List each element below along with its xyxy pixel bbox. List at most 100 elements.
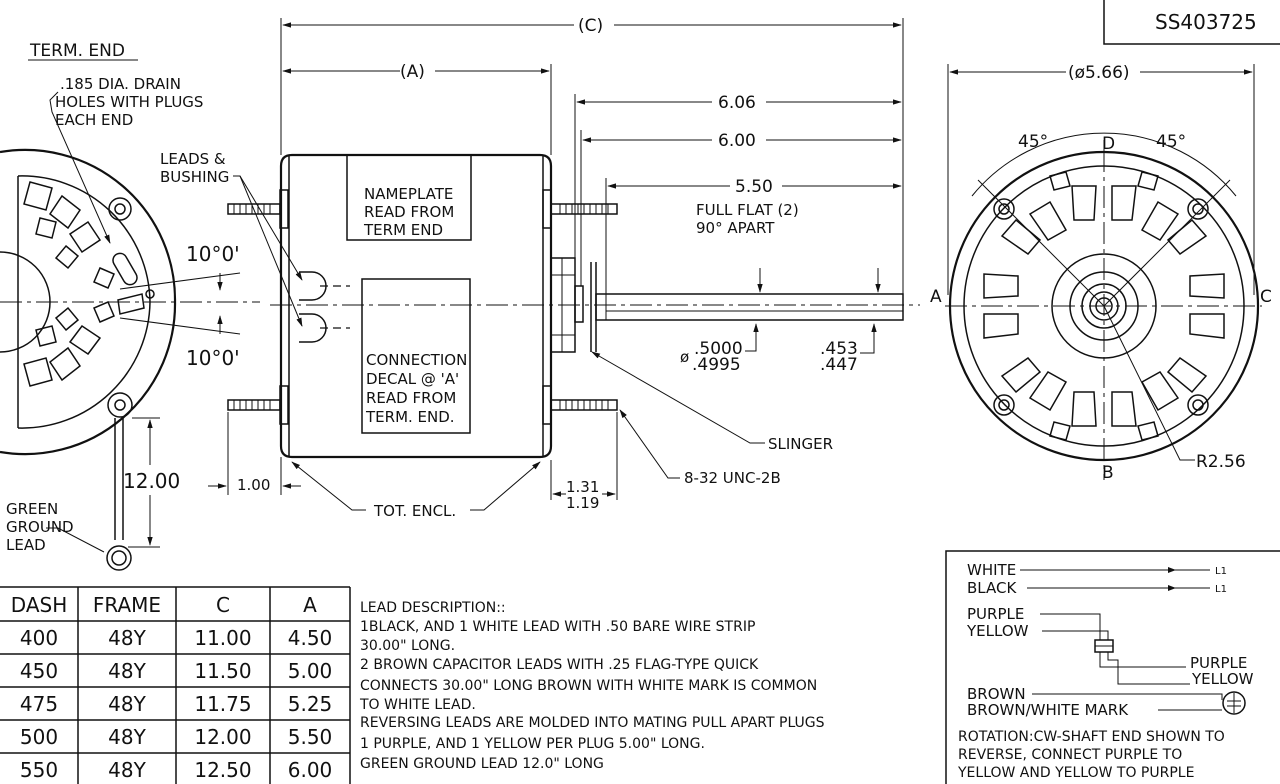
nameplate-1: NAMEPLATE <box>364 185 453 203</box>
slinger-label: SLINGER <box>768 435 833 453</box>
table-cell: 6.00 <box>288 758 333 782</box>
dash-table: DASH FRAME C A 400 48Y 11.00 4.50 450 48… <box>0 586 351 784</box>
rotation-line: ROTATION:CW-SHAFT END SHOWN TO <box>958 729 1225 745</box>
lead-desc-line: 30.00" LONG. <box>360 638 455 654</box>
drain-note-3: EACH END <box>55 111 133 129</box>
dim-550-label: 5.50 <box>735 177 773 197</box>
wire-yellow-right: YELLOW <box>1191 670 1254 688</box>
table-cell: 4.50 <box>288 626 333 650</box>
term-end-view: TERM. END .185 DIA. DRAIN HOLES WITH PLU… <box>0 41 260 571</box>
lead-desc-line: GREEN GROUND LEAD 12.0" LONG <box>360 756 604 772</box>
th-dash: DASH <box>11 593 67 617</box>
angle-45-right: 45° <box>1156 132 1186 152</box>
tot-encl-label: TOT. ENCL. <box>373 502 456 520</box>
table-cell: 12.50 <box>194 758 251 782</box>
table-cell: 48Y <box>108 626 146 650</box>
dim-566-label: (ø5.66) <box>1068 63 1130 83</box>
table-cell: 5.00 <box>288 659 333 683</box>
green-label-1: GREEN <box>6 500 58 518</box>
point-c: C <box>1260 287 1272 307</box>
wiring-diagram: WHITE BLACK L1 L1 PURPLE YELLOW PURPLE Y… <box>945 550 1280 784</box>
table-cell: 500 <box>20 725 58 749</box>
angle-bottom-label: 10°0' <box>186 346 240 370</box>
wire-black: BLACK <box>967 579 1017 597</box>
dim-131-label: 1.31 <box>566 478 599 496</box>
wire-l1-a: L1 <box>1215 566 1227 577</box>
shaft-dia-prefix: ø <box>680 348 689 366</box>
shaft-end-view: (ø5.66) 45° 45° D A C B <box>930 63 1272 483</box>
r256-label: R2.56 <box>1196 452 1246 472</box>
table-cell: 11.00 <box>194 626 251 650</box>
wire-brown: BROWN <box>967 685 1026 703</box>
flat-dim-2: .447 <box>820 355 858 375</box>
th-a: A <box>303 593 317 617</box>
table-cell: 11.50 <box>194 659 251 683</box>
point-b: B <box>1102 463 1114 483</box>
wire-brown-white: BROWN/WHITE MARK <box>967 701 1129 719</box>
table-cell: 11.75 <box>194 692 251 716</box>
table-cell: 475 <box>20 692 58 716</box>
dim-100-label: 1.00 <box>237 476 270 494</box>
table-cell: 400 <box>20 626 58 650</box>
nameplate-3: TERM END <box>363 221 443 239</box>
flat-label-2: 90° APART <box>696 219 775 237</box>
lead-desc-line: 1BLACK, AND 1 WHITE LEAD WITH .50 BARE W… <box>360 619 755 635</box>
part-number: SS403725 <box>1155 10 1257 34</box>
table-cell: 48Y <box>108 758 146 782</box>
flat-dim-1: .453 <box>820 339 858 359</box>
angle-top-label: 10°0' <box>186 242 240 266</box>
point-d: D <box>1102 134 1115 154</box>
th-frame: FRAME <box>93 593 161 617</box>
dim-606-label: 6.06 <box>718 93 756 113</box>
connection-4: TERM. END. <box>365 408 455 426</box>
lead-desc-line: CONNECTS 30.00" LONG BROWN WITH WHITE MA… <box>360 678 817 694</box>
table-cell: 450 <box>20 659 58 683</box>
dim-600-label: 6.00 <box>718 131 756 151</box>
flat-label-1: FULL FLAT (2) <box>696 201 799 219</box>
shaft-dia-1: .5000 <box>694 339 743 359</box>
rotation-line: REVERSE, CONNECT PURPLE TO <box>958 747 1182 763</box>
dim-12-label: 12.00 <box>123 469 180 493</box>
connection-3: READ FROM <box>366 389 456 407</box>
side-view: (C) (A) NAMEPLATE READ FROM TERM END CON… <box>160 16 920 520</box>
term-end-label: TERM. END <box>29 41 125 61</box>
wire-l1-b: L1 <box>1215 584 1227 595</box>
green-label-3: LEAD <box>6 536 46 554</box>
th-c: C <box>216 593 230 617</box>
wire-yellow-left: YELLOW <box>966 622 1029 640</box>
thread-label: 8-32 UNC-2B <box>684 469 781 487</box>
wire-white: WHITE <box>967 561 1016 579</box>
wire-purple-right: PURPLE <box>1190 654 1247 672</box>
drain-note-2: HOLES WITH PLUGS <box>55 93 203 111</box>
dim-c-label: (C) <box>578 16 603 36</box>
lead-description: LEAD DESCRIPTION:: 1BLACK, AND 1 WHITE L… <box>359 600 825 772</box>
leads-label-2: BUSHING <box>160 168 229 186</box>
connection-2: DECAL @ 'A' <box>366 370 459 388</box>
part-number-box: SS403725 <box>1103 0 1280 45</box>
point-a: A <box>930 287 942 307</box>
lead-desc-line: REVERSING LEADS ARE MOLDED INTO MATING P… <box>360 715 825 731</box>
connection-1: CONNECTION <box>366 351 467 369</box>
table-cell: 5.50 <box>288 725 333 749</box>
dim-119-label: 1.19 <box>566 494 599 512</box>
lead-desc-line: TO WHITE LEAD. <box>359 697 476 713</box>
table-cell: 48Y <box>108 725 146 749</box>
lead-desc-line: LEAD DESCRIPTION:: <box>360 600 506 616</box>
table-cell: 48Y <box>108 692 146 716</box>
shaft-dia-2: .4995 <box>692 355 741 375</box>
wire-purple-left: PURPLE <box>967 605 1024 623</box>
dim-a-label: (A) <box>400 62 425 82</box>
leads-label-1: LEADS & <box>160 150 226 168</box>
table-cell: 5.25 <box>288 692 333 716</box>
rotation-line: YELLOW AND YELLOW TO PURPLE <box>957 765 1194 781</box>
lead-desc-line: 1 PURPLE, AND 1 YELLOW PER PLUG 5.00" LO… <box>360 736 705 752</box>
lead-desc-line: 2 BROWN CAPACITOR LEADS WITH .25 FLAG-TY… <box>360 657 759 673</box>
drain-note-1: .185 DIA. DRAIN <box>60 75 181 93</box>
nameplate-2: READ FROM <box>364 203 454 221</box>
table-cell: 550 <box>20 758 58 782</box>
table-cell: 12.00 <box>194 725 251 749</box>
angle-45-left: 45° <box>1018 132 1048 152</box>
green-label-2: GROUND <box>6 518 74 536</box>
table-cell: 48Y <box>108 659 146 683</box>
